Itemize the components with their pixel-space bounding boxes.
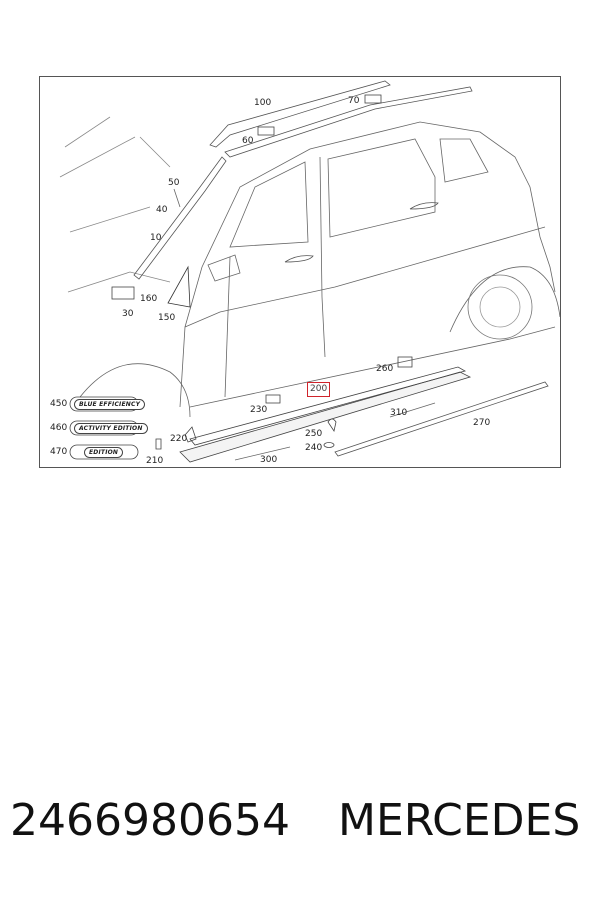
car-side-illustration xyxy=(59,80,560,463)
callout-310: 310 xyxy=(390,408,408,418)
callout-200-highlighted: 200 xyxy=(307,382,331,397)
callout-40: 40 xyxy=(156,205,168,215)
badge-blue-efficiency: BLUE EFFICIENCY xyxy=(74,399,146,410)
callout-220: 220 xyxy=(170,434,188,444)
callout-470: 470 xyxy=(50,447,68,457)
callout-450: 450 xyxy=(50,399,68,409)
callout-150: 150 xyxy=(158,313,176,323)
brand-name: MERCEDES xyxy=(338,795,581,846)
badge-edition: EDITION xyxy=(84,447,124,458)
parts-diagram: 100 70 60 50 40 10 160 30 150 260 200 23… xyxy=(39,76,561,468)
part-number: 2466980654 xyxy=(10,795,290,846)
callout-60: 60 xyxy=(242,136,254,146)
callout-10: 10 xyxy=(150,233,162,243)
footer-caption: 2466980654 MERCEDES xyxy=(0,795,600,865)
callout-50: 50 xyxy=(168,178,180,188)
callout-230: 230 xyxy=(250,405,268,415)
callout-100: 100 xyxy=(254,98,272,108)
callout-300: 300 xyxy=(260,455,278,465)
callout-160: 160 xyxy=(140,294,158,304)
callout-250: 250 xyxy=(305,429,323,439)
callout-70: 70 xyxy=(348,96,360,106)
callout-460: 460 xyxy=(50,423,68,433)
callout-30: 30 xyxy=(122,309,134,319)
callout-270: 270 xyxy=(473,418,491,428)
callout-240: 240 xyxy=(305,443,323,453)
callout-210: 210 xyxy=(146,456,164,466)
badge-activity-edition: ACTIVITY EDITION xyxy=(74,423,148,434)
callout-260: 260 xyxy=(376,364,394,374)
